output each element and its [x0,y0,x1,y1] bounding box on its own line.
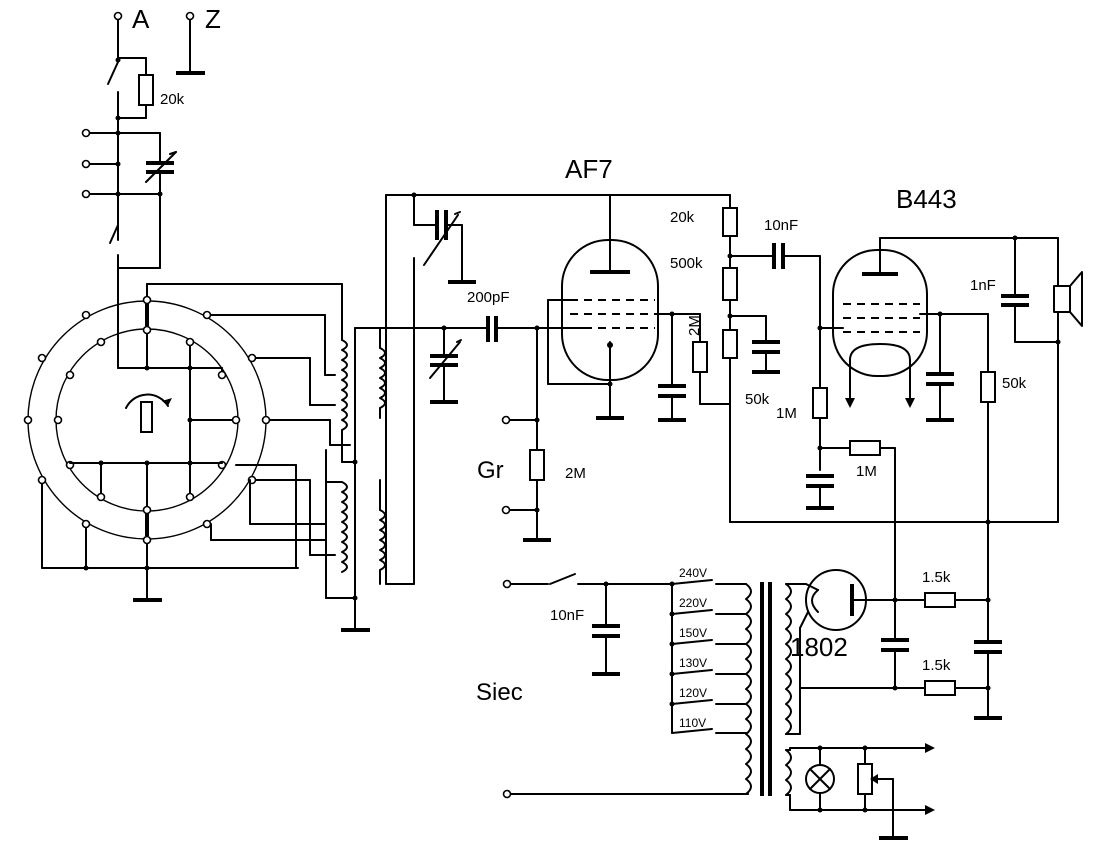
tap-220-label: 220V [679,596,707,610]
pickup-label: Gr [477,457,504,484]
tap-110-label: 110V [679,716,706,730]
tap-150-label: 150V [679,626,707,640]
label-500k: 500k [670,255,703,272]
tap-130: 130V [671,656,747,675]
mains-label: Siec [476,679,523,706]
tap-150: 150V [671,626,747,645]
label-50k-decoupling: 50k [745,391,770,408]
switch-coil-wiring [146,283,356,599]
tap-220: 220V [671,596,747,615]
tap-110: 110V [671,716,747,734]
power-supply: Siec 10nF 240V 220V 150V [476,566,1002,840]
tap-120-label: 120V [679,686,707,700]
tap-240-label: 240V [679,566,707,580]
label-200pF: 200pF [467,289,510,306]
tube-af7: AF7 2M [547,154,731,422]
label-10nF-coupling: 10nF [764,217,798,234]
label-1M-grid: 1M [776,405,797,422]
label-20k-antenna: 20k [160,91,185,108]
resistor-20k-antenna [138,74,154,106]
ground-label: Z [205,4,221,34]
label-2M-screen: 2M [686,315,703,336]
af7-plate-network: 20k 500k 50k 10nF 1M 1M [670,194,896,637]
antenna-section: A Z 20k [81,4,221,369]
tap-120: 120V [671,686,747,705]
tube-af7-label: AF7 [565,154,613,184]
label-1.5k-a: 1.5k [922,569,951,586]
tube-1802-label: 1802 [790,632,848,662]
label-10nF-mains: 10nF [550,607,584,624]
grid-circuit: 200pF 2M Gr [354,289,586,542]
label-50k-output: 50k [1002,375,1027,392]
antenna-label: A [132,4,150,34]
rotary-band-switch [23,295,299,602]
tap-130-label: 130V [679,656,707,670]
label-1nF-speaker: 1nF [970,277,996,294]
label-2M-pickup: 2M [565,465,586,482]
label-1.5k-b: 1.5k [922,657,951,674]
tap-240: 240V [671,566,747,585]
rf-coils [325,192,731,632]
label-20k-plate: 20k [670,209,695,226]
tube-b443-label: B443 [896,184,957,214]
tube-b443: B443 50k 1nF [729,184,1083,601]
label-1M-bias: 1M [856,463,877,480]
